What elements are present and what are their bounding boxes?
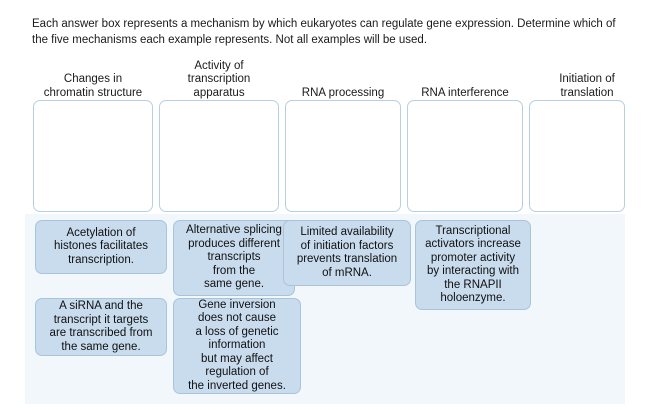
column-header-rna-processing: RNA processing [301, 86, 385, 99]
drop-zone-transcription-apparatus[interactable] [159, 100, 279, 212]
instruction-text: Each answer box represents a mechanism b… [32, 18, 616, 46]
drop-zone-rna-interference[interactable] [407, 100, 523, 212]
column-header-rna-interference: RNA interference [421, 86, 509, 99]
drop-zone-initiation-of-translation[interactable] [529, 100, 625, 212]
drop-zone-chromatin-structure[interactable] [33, 100, 153, 212]
drop-zone-row [33, 100, 625, 212]
drop-zone-rna-processing[interactable] [285, 100, 401, 212]
